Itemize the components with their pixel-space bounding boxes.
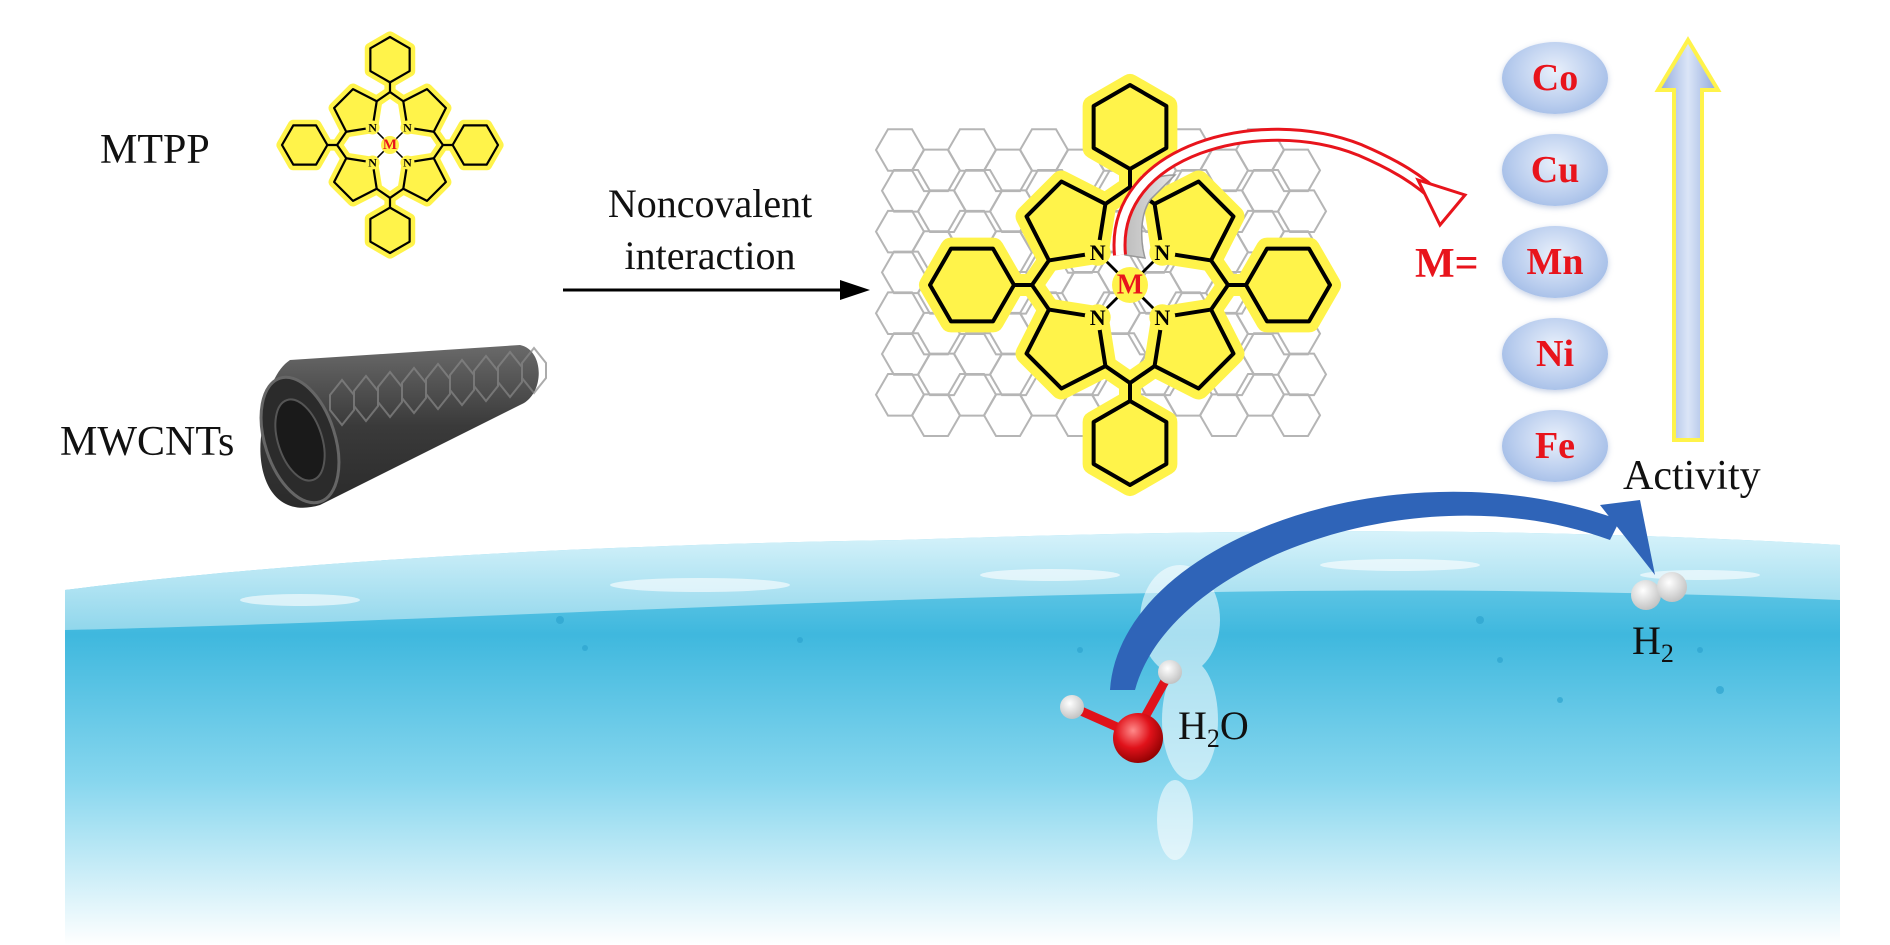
small-metal-atom: M [383, 137, 397, 153]
mtpp-label: MTPP [100, 127, 210, 173]
phenyl-ring [1091, 399, 1169, 487]
phenyl-ring [928, 246, 1016, 324]
activity-label: Activity [1623, 453, 1761, 499]
nitrogen-atom: N [1154, 305, 1170, 330]
noncovalent-interaction-label: Noncovalent interaction [580, 178, 840, 282]
h2o-subscript: 2 [1206, 724, 1220, 753]
activity-arrow [1654, 36, 1722, 442]
arrow-label-line-2: interaction [624, 233, 796, 278]
water-surface [65, 531, 1840, 945]
arrow-label-line-1: Noncovalent [607, 181, 813, 226]
metal-fe-badge: Fe [1502, 410, 1608, 482]
small-porphyrin-structure: N N N NM [276, 31, 504, 259]
nitrogen-atom: N [1090, 305, 1106, 330]
center-metal-atom: M [1117, 270, 1143, 301]
nanotube-image [259, 345, 547, 508]
h2o-to-h2-arrow [1110, 491, 1655, 690]
mwcnts-label: MWCNTs [60, 419, 235, 465]
metal-equals-label: M= [1415, 241, 1479, 287]
phenyl-ring [369, 35, 411, 84]
phenyl-ring [451, 124, 500, 166]
reaction-arrow [563, 280, 870, 300]
hydrogen-molecule [1631, 572, 1687, 610]
large-porphyrin-structure: N N N NM [919, 74, 1341, 496]
nitrogen-atom: N [1154, 240, 1170, 265]
nitrogen-atom: N [1090, 240, 1106, 265]
phenyl-ring [1244, 246, 1332, 324]
phenyl-ring [1091, 83, 1169, 171]
h2-label: H2 [1632, 617, 1674, 669]
h2o-o: O [1219, 703, 1249, 748]
h2o-label: H2O [1178, 702, 1249, 754]
metal-mn-badge: Mn [1502, 226, 1608, 298]
h2-subscript: 2 [1660, 639, 1674, 668]
metal-cu-badge: Cu [1502, 134, 1608, 206]
water-molecule [1060, 660, 1182, 763]
nitrogen-atom: N [403, 121, 412, 135]
metal-ni-badge: Ni [1502, 318, 1608, 390]
nitrogen-atom: N [368, 121, 377, 135]
phenyl-ring [280, 124, 329, 166]
nitrogen-atom: N [368, 155, 377, 169]
metal-selection-arrow [1112, 127, 1468, 256]
h2o-h: H [1178, 703, 1207, 748]
metal-co-badge: Co [1502, 42, 1608, 114]
phenyl-ring [369, 206, 411, 255]
h2-h: H [1632, 618, 1661, 663]
nitrogen-atom: N [403, 155, 412, 169]
